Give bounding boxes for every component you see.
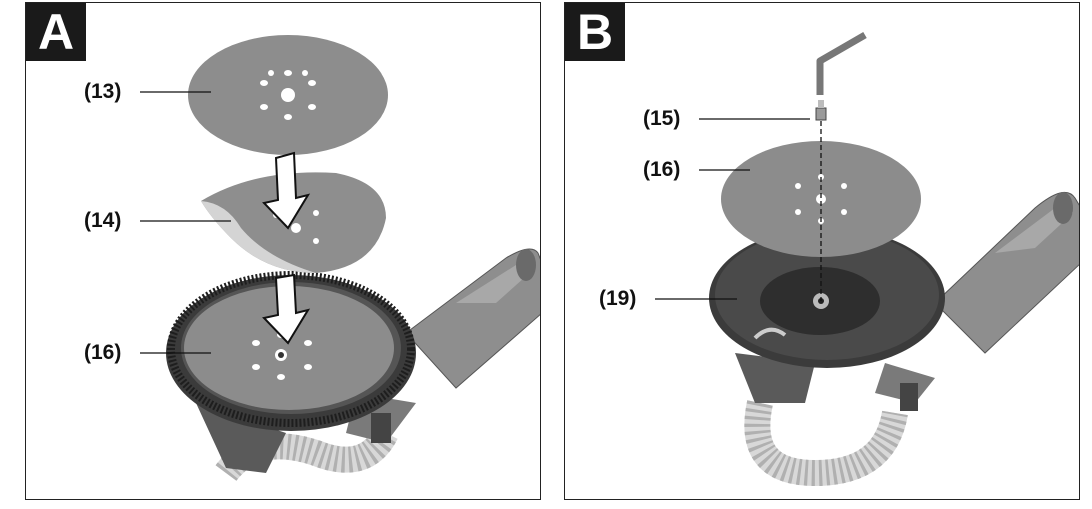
callout-19: (19) (599, 287, 637, 310)
panel-b: B (15) (16) (19) (564, 2, 1080, 500)
panel-b-label: B (565, 3, 625, 61)
dust-hose (744, 400, 908, 487)
disc-14 (201, 172, 386, 273)
sanding-head-19 (709, 228, 945, 368)
panel-a-illustration (140, 35, 540, 482)
sander-handle (934, 191, 1079, 354)
allen-key (816, 31, 867, 95)
callout-14: (14) (84, 209, 122, 232)
panel-a: A (13) (14) (16) (25, 2, 541, 500)
callout-16: (16) (643, 158, 681, 181)
panel-a-label: A (26, 3, 86, 61)
panel-b-illustration (655, 31, 1079, 487)
callout-15: (15) (643, 107, 681, 130)
callout-16: (16) (84, 341, 122, 364)
callout-13: (13) (84, 80, 122, 103)
down-arrow-2 (262, 273, 311, 345)
disc-16 (721, 141, 921, 257)
down-arrow-1 (262, 151, 311, 230)
sander-head-housing (735, 353, 935, 411)
disc-13 (188, 35, 388, 155)
sander-handle (405, 248, 540, 389)
screw-15 (815, 100, 827, 121)
